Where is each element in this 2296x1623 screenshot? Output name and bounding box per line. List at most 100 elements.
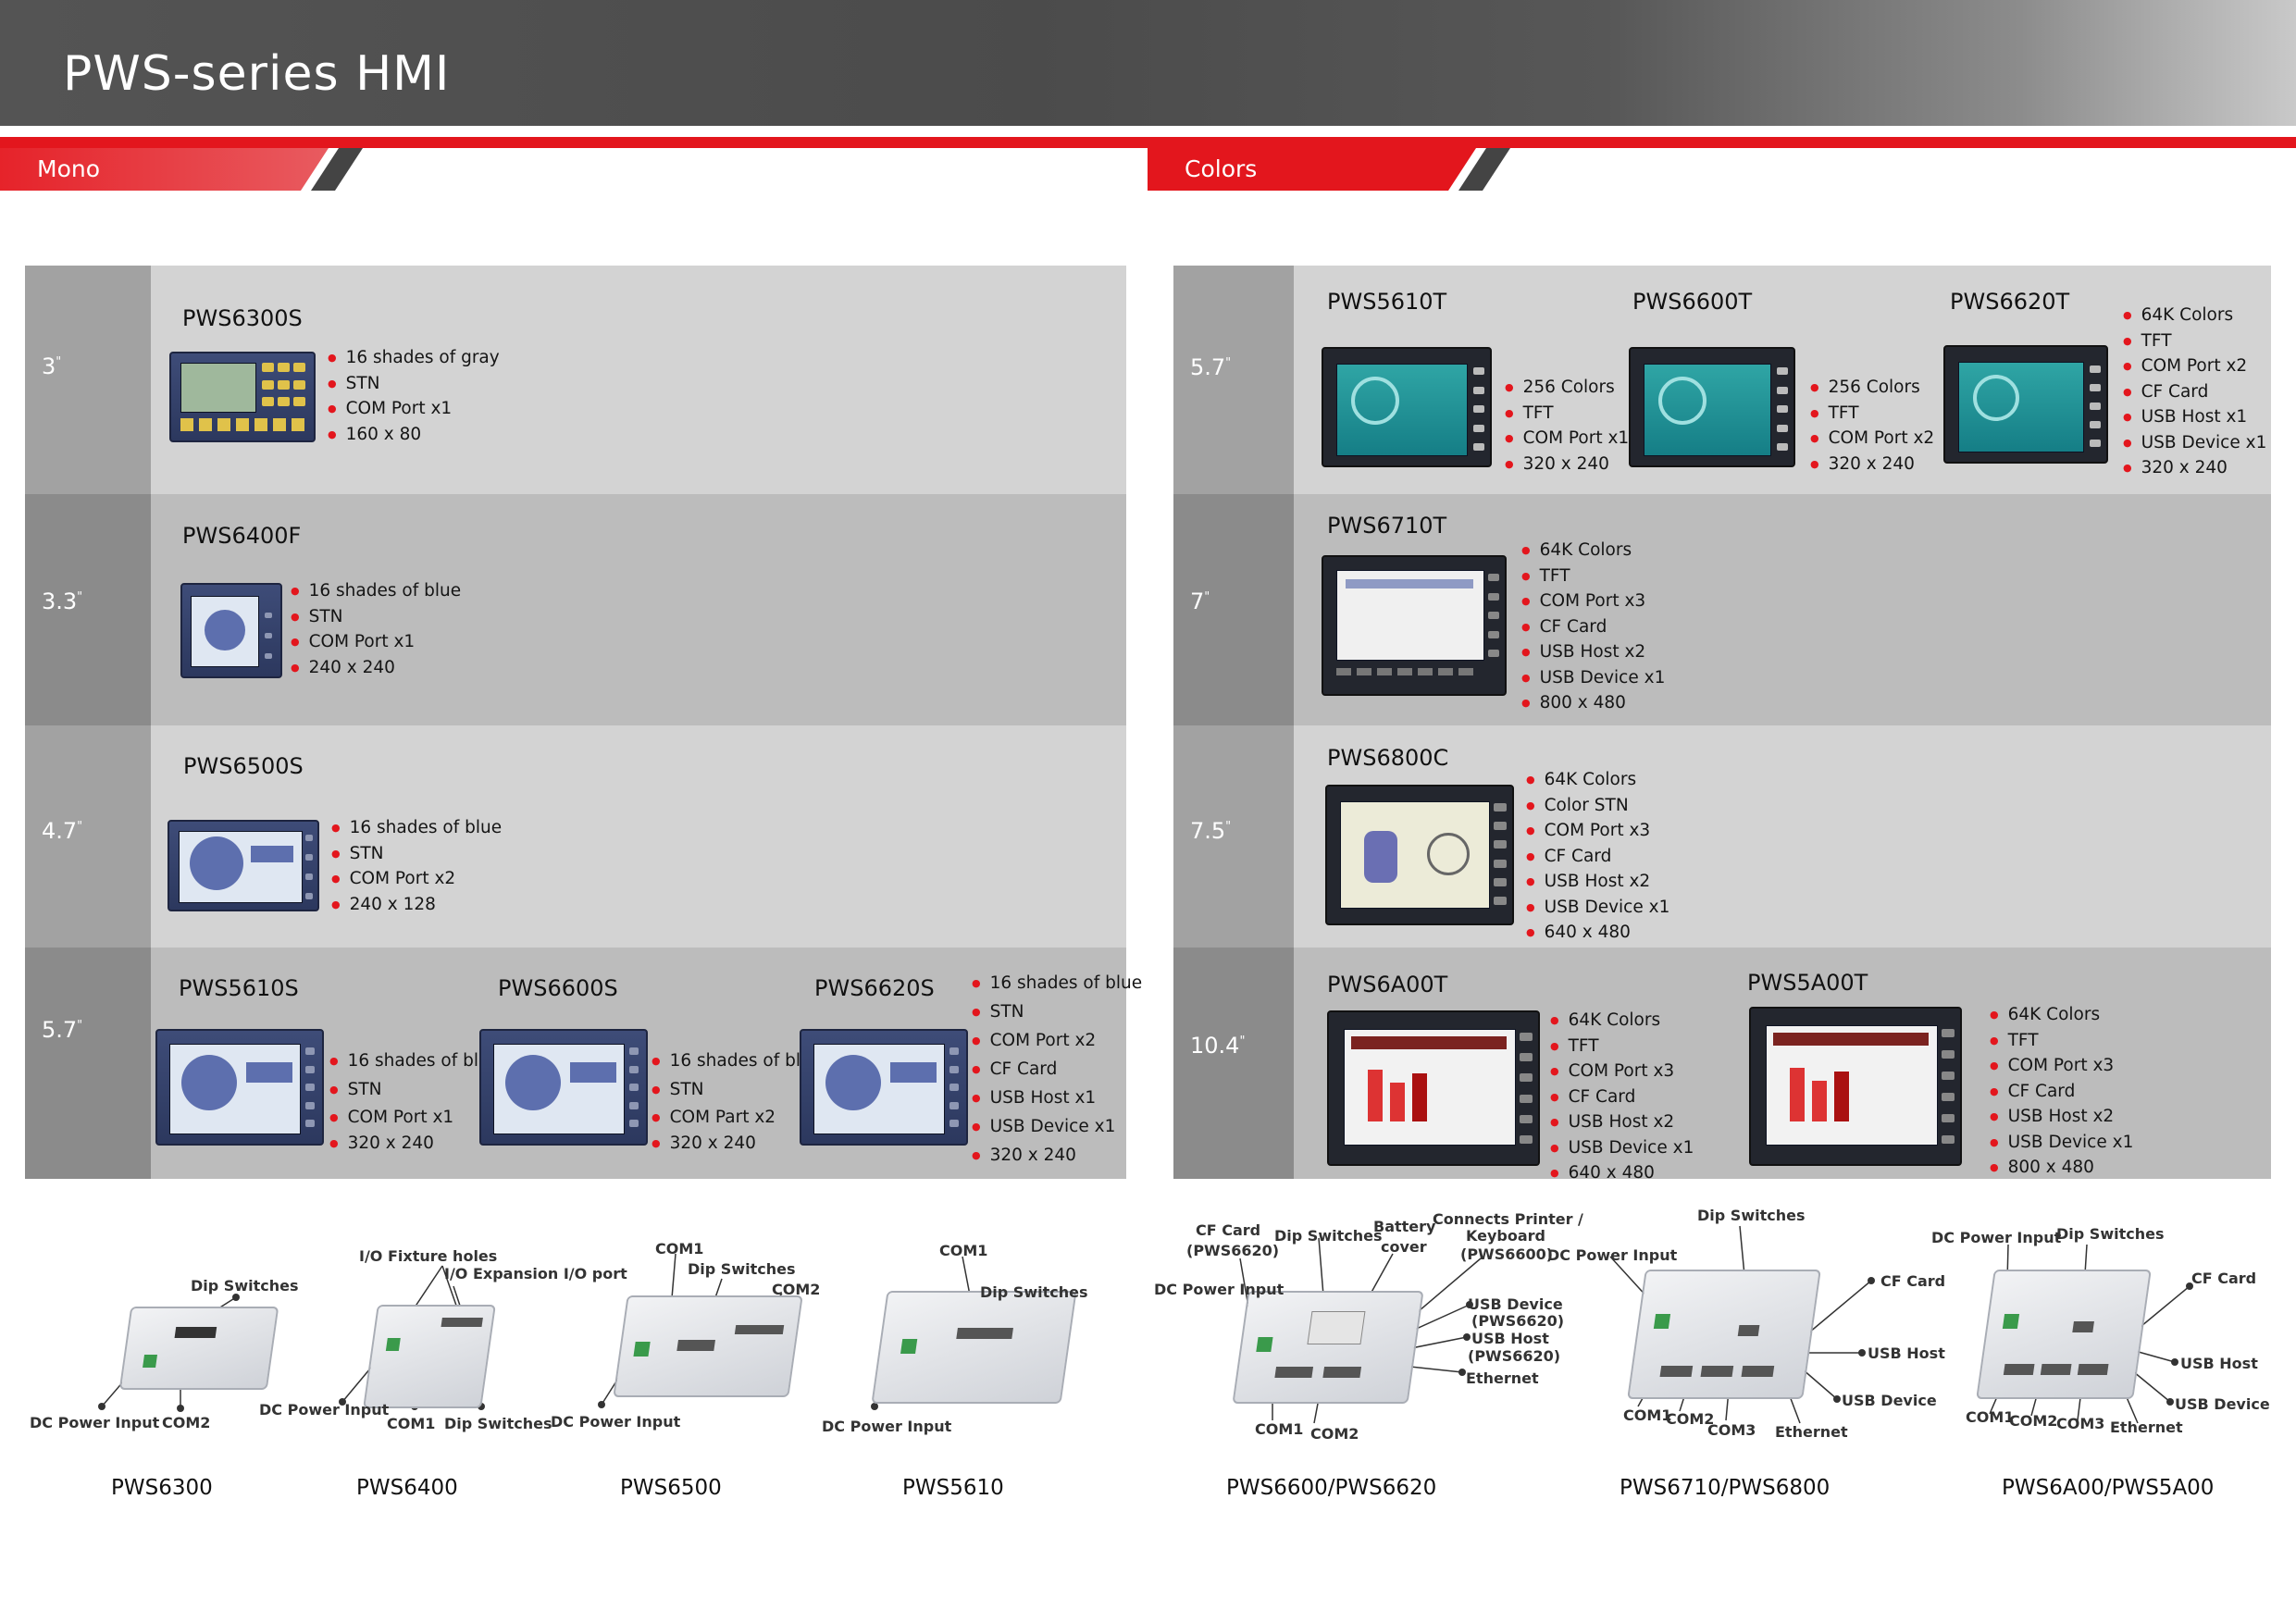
spec-item: USB Device x1	[972, 1113, 1142, 1142]
spec-list: 16 shades of blue STN COM Port x2 CF Car…	[972, 970, 1142, 1171]
model-name: PWS6400F	[182, 523, 302, 549]
callout-label: COM2	[1310, 1425, 1359, 1443]
spec-item: 256 Colors	[1810, 376, 1934, 402]
spec-item: TFT	[1810, 402, 1934, 427]
spec-item: COM Port x3	[1550, 1059, 1694, 1085]
spec-item: Color STN	[1526, 794, 1669, 820]
callout-label: COM1	[1966, 1408, 2015, 1426]
model-name: PWS6300S	[182, 305, 303, 331]
spec-item: TFT	[1521, 564, 1665, 590]
callout-label: COM1	[387, 1415, 436, 1432]
spec-item: COM Port x1	[291, 630, 461, 656]
rear-view-image	[363, 1305, 496, 1408]
spec-item: 64K Colors	[1550, 1009, 1694, 1035]
model-name: PWS6620T	[1950, 289, 2070, 315]
model-name: PWS6500S	[183, 753, 304, 779]
callout-label: Dip Switches	[980, 1283, 1088, 1301]
spec-list: 16 shades of blue STN COM Port x2 240 x …	[331, 816, 502, 918]
spec-item: STN	[291, 605, 461, 631]
size-label: 7	[1190, 588, 1205, 614]
spec-item: COM Port x2	[2123, 354, 2266, 380]
spec-item: USB Device x1	[1550, 1136, 1694, 1162]
spec-item: COM Port x1	[329, 1106, 500, 1132]
spec-item: USB Host x1	[2123, 405, 2266, 431]
callout-label: COM2	[772, 1281, 821, 1298]
callout-label: USB Device	[1468, 1295, 1563, 1313]
spec-item: TFT	[1990, 1029, 2133, 1055]
hmi-image	[1322, 347, 1492, 467]
rear-caption: PWS6A00/PWS5A00	[2002, 1476, 2215, 1500]
rear-caption: PWS6710/PWS6800	[1620, 1476, 1831, 1500]
rear-view-image	[613, 1295, 803, 1397]
spec-item: COM Port x2	[1810, 427, 1935, 452]
hmi-image	[479, 1029, 648, 1146]
size-label: 5.7	[1190, 354, 1226, 380]
model-name: PWS5610S	[179, 975, 299, 1001]
mono-size-cell: 3.3"	[25, 494, 151, 725]
size-label: 10.4	[1190, 1033, 1240, 1059]
callout-label: CF Card	[1880, 1272, 1946, 1290]
hmi-image	[1325, 785, 1514, 925]
spec-item: 16 shades of blue	[972, 970, 1142, 998]
spec-list: 16 shades of blue STN COM Port x1 240 x …	[291, 579, 461, 681]
spec-item: COM Port x1	[328, 397, 500, 423]
callout-label: USB Device	[2175, 1395, 2270, 1413]
hmi-image	[180, 583, 282, 678]
callout-label: Ethernet	[1775, 1423, 1848, 1441]
spec-item: 320 x 240	[329, 1132, 500, 1158]
spec-item: USB Device x1	[2123, 431, 2267, 457]
spec-item: 16 shades of blue	[329, 1049, 500, 1075]
model-name: PWS6800C	[1327, 745, 1449, 771]
mono-size-cell: 4.7"	[25, 725, 151, 948]
mono-size-cell: 5.7"	[25, 948, 151, 1179]
spec-item: CF Card	[1526, 845, 1669, 871]
spec-item: TFT	[1550, 1035, 1694, 1060]
mono-size-cell: 3"	[25, 266, 151, 494]
callout-label: COM2	[162, 1414, 211, 1431]
callout-label: (PWS6620)	[1468, 1347, 1561, 1365]
callout-label: DC Power Input	[1547, 1246, 1678, 1264]
callout-label: DC Power Input	[822, 1418, 952, 1435]
spec-item: STN	[328, 372, 500, 398]
size-label: 5.7	[42, 1017, 78, 1043]
rear-view-image	[118, 1307, 279, 1390]
spec-list: 16 shades of blue STN COM Part x2 320 x …	[652, 1049, 822, 1157]
callout-label: COM1	[939, 1242, 988, 1259]
callout-label: Dip Switches	[688, 1260, 796, 1278]
callout-label: COM1	[1623, 1406, 1672, 1424]
callout-label: Ethernet	[2110, 1419, 2183, 1436]
spec-item: USB Device x1	[1521, 666, 1666, 692]
callout-label: COM2	[2009, 1412, 2058, 1430]
hmi-image	[1327, 1010, 1540, 1166]
callout-label: USB Host	[1471, 1330, 1549, 1347]
model-name: PWS6A00T	[1327, 972, 1448, 997]
spec-item: TFT	[1505, 402, 1629, 427]
spec-item: TFT	[2123, 329, 2266, 355]
hmi-image	[168, 820, 319, 911]
callout-label: (PWS6600)	[1460, 1245, 1554, 1263]
spec-item: 320 x 240	[1810, 452, 1934, 478]
spec-item: STN	[972, 998, 1142, 1027]
spec-item: USB Host x2	[1521, 640, 1665, 666]
model-name: PWS5A00T	[1747, 970, 1868, 996]
spec-item: CF Card	[2123, 380, 2266, 406]
spec-item: 800 x 480	[1990, 1156, 2133, 1182]
model-name: PWS6620S	[814, 975, 935, 1001]
spec-item: 160 x 80	[328, 423, 500, 449]
callout-label: DC Power Input	[259, 1401, 390, 1419]
callout-label: Dip Switches	[191, 1277, 299, 1295]
rear-view-image	[1232, 1291, 1424, 1404]
spec-list: 64K Colors TFT COM Port x2 CF Card USB H…	[2123, 304, 2267, 482]
hmi-image	[155, 1029, 324, 1146]
spec-item: CF Card	[1521, 615, 1665, 641]
callout-label: Ethernet	[1466, 1369, 1539, 1387]
spec-item: 16 shades of blue	[652, 1049, 822, 1075]
spec-item: 320 x 240	[2123, 456, 2266, 482]
hmi-image	[1629, 347, 1795, 467]
model-name: PWS6600S	[498, 975, 618, 1001]
callout-label: I/O Expansion I/O port	[444, 1265, 627, 1282]
spec-item: STN	[331, 842, 502, 868]
callout-label: COM2	[1666, 1410, 1715, 1428]
spec-item: USB Host x2	[1990, 1105, 2133, 1131]
spec-item: 640 x 480	[1526, 921, 1669, 947]
